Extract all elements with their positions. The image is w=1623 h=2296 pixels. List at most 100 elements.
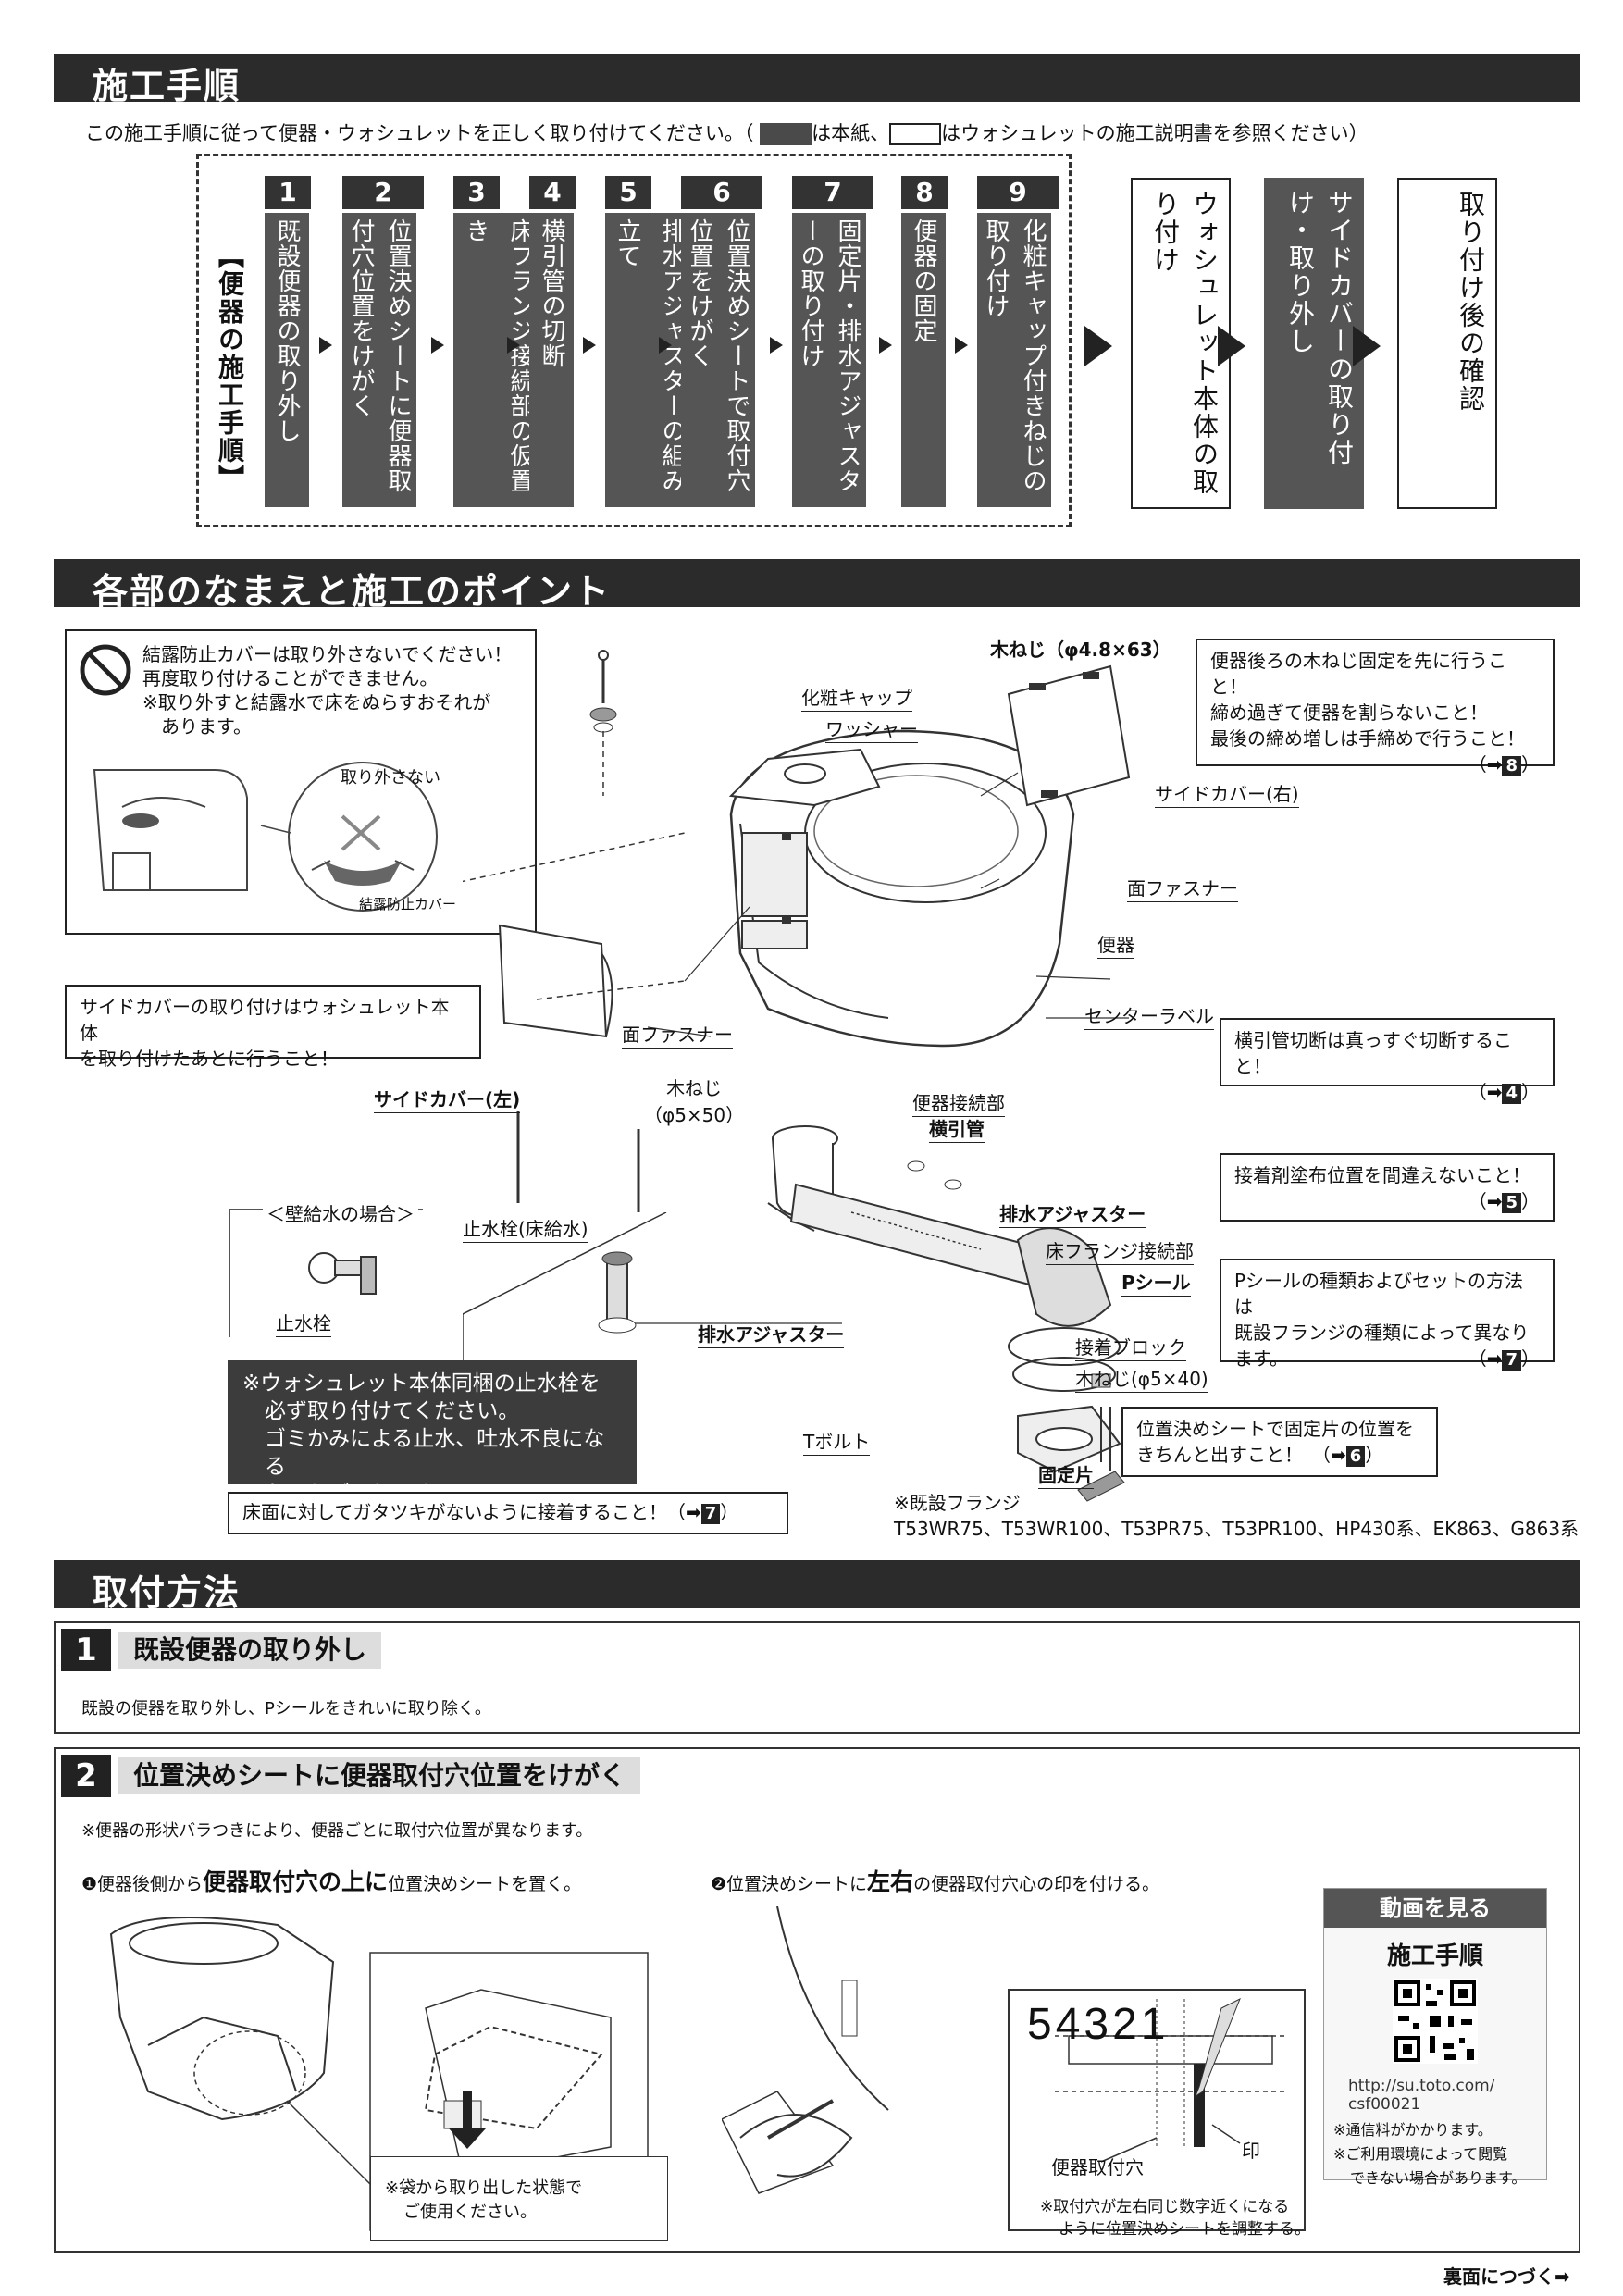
adjust-note-1: ※取付穴が左右同じ数字近くになる bbox=[1040, 2198, 1290, 2216]
step-5: 5 排水アジャスターの組み立て bbox=[605, 176, 694, 507]
step-side-cover: サイドカバーの取り付け・取り外し bbox=[1264, 178, 1364, 509]
step-2-note: ※便器の形状バラつきにより、便器ごとに取付穴位置が異なります。 bbox=[81, 1821, 593, 1841]
callout-screw: 便器後ろの木ねじ固定を先に行うこと！ 締め過ぎて便器を割らないこと！ 最後の締め… bbox=[1196, 639, 1555, 776]
footer-continue: 裏面につづく➡ bbox=[1443, 2265, 1570, 2288]
step-7: 7 固定片・排水アジャスターの取り付け bbox=[792, 176, 873, 507]
callout-pseal: Pシールの種類およびセットの方法は 既設フランジの種類によって異なり ます。（➡… bbox=[1220, 1259, 1555, 1371]
panel-step-1: 1 既設便器の取り外し 既設の便器を取り外し、Pシールをきれいに取り除く。 bbox=[54, 1621, 1580, 1734]
label-drain-adjuster-2: 排水アジャスター bbox=[698, 1320, 845, 1348]
label-wood-screw-top: 木ねじ（φ4.8×63） bbox=[990, 639, 1171, 661]
video-header: 動画を見る bbox=[1324, 1889, 1546, 1928]
video-box: 動画を見る 施工手順 http://su.toto.com/ csf00021 … bbox=[1323, 1888, 1547, 2187]
video-url-1[interactable]: http://su.toto.com/ bbox=[1348, 2077, 1495, 2095]
section-title: 各部のなまえと施工のポイント bbox=[93, 571, 612, 612]
condensation-cover-illustration bbox=[93, 762, 438, 912]
label-t-bolt: Tボルト bbox=[803, 1427, 871, 1456]
label-wall-supply: ＜壁給水の場合＞ bbox=[263, 1199, 418, 1226]
label-stop-valve: 止水栓 bbox=[276, 1309, 331, 1337]
bubble-label: 取り外さない bbox=[341, 768, 440, 788]
arrow-icon bbox=[955, 337, 968, 354]
label-fixing-piece: 固定片 bbox=[1038, 1460, 1094, 1489]
arrow-ref-icon: ➡ bbox=[1331, 1444, 1346, 1466]
arrow-icon bbox=[431, 337, 444, 354]
step-4: 4 横引管の切断 bbox=[529, 176, 576, 507]
arrow-ref-icon: ➡ bbox=[1486, 1190, 1503, 1212]
video-url-2[interactable]: csf00021 bbox=[1348, 2095, 1421, 2114]
exploded-diagram bbox=[463, 650, 1131, 1502]
label-fastener-right: 面ファスナー bbox=[1127, 874, 1238, 902]
panel-step-2: 2 位置決めシートに便器取付穴位置をけがく ※便器の形状バラつきにより、便器ごと… bbox=[54, 1747, 1580, 2253]
arrow-icon bbox=[319, 337, 332, 354]
stop-valve-wall-illustration bbox=[308, 1252, 377, 1295]
step-3: 3 床フランジ接続部の仮置き bbox=[453, 176, 542, 507]
label-p-seal: Pシール bbox=[1121, 1268, 1191, 1297]
label-adhesive-block: 接着ブロック bbox=[1075, 1333, 1186, 1361]
cover-label: 結露防止カバー bbox=[359, 896, 457, 912]
label-toilet: 便器 bbox=[1097, 930, 1134, 959]
callout-cut: 横引管切断は真っすぐ切断すること！ （➡4） bbox=[1220, 1018, 1555, 1104]
label-floor-flange-joint: 床フランジ接続部 bbox=[1046, 1236, 1194, 1265]
label-fastener-left: 面ファスナー bbox=[622, 1020, 733, 1049]
label-cap: 化粧キャップ bbox=[801, 683, 912, 712]
step-1: 1 既設便器の取り外し bbox=[265, 176, 311, 507]
label-flange-models: T53WR75、T53WR100、T53PR75、T53PR100、HP430系… bbox=[894, 1518, 1580, 1540]
step-8: 8 便器の固定 bbox=[901, 176, 948, 507]
legend-dark-swatch bbox=[760, 123, 812, 145]
toilet-procedure-frame bbox=[196, 154, 1072, 527]
label-bowl-joint: 便器接続部 bbox=[912, 1088, 1005, 1117]
step-2: 2 位置決めシートに便器取付穴位置をけがく bbox=[342, 176, 424, 507]
label-horizontal-pipe: 横引管 bbox=[929, 1114, 985, 1143]
step-6: 6 位置決めシートで取付穴位置をけがく bbox=[681, 176, 762, 507]
section-header-install: 取付方法 bbox=[54, 1560, 1580, 1613]
label-center-label: センターラベル bbox=[1084, 1001, 1214, 1030]
label-side-cover-left: サイドカバー(左) bbox=[374, 1085, 521, 1113]
arrow-icon bbox=[507, 337, 520, 354]
bag-note-2: ご使用ください。 bbox=[403, 2203, 537, 2222]
label-existing-flange: ※既設フランジ bbox=[894, 1492, 1021, 1514]
qr-code-icon[interactable] bbox=[1393, 1979, 1478, 2064]
arrow-ref-icon: ➡ bbox=[1486, 1081, 1503, 1103]
label-washer: ワッシャー bbox=[825, 714, 918, 743]
stop-valve-floor-illustration bbox=[463, 1212, 667, 1370]
adjust-note-2: ように位置決めシートを調整する。 bbox=[1059, 2220, 1310, 2239]
label-stop-valve-floor: 止水栓(床給水) bbox=[463, 1214, 588, 1243]
callout-floor: 床面に対してガタツキがないように接着すること！（➡7） bbox=[228, 1492, 788, 1534]
step-2-sub2: ❷位置決めシートに左右の便器取付穴心の印を付ける。 bbox=[711, 1868, 1160, 1895]
step-washlet-install: ウォシュレット本体の取り付け bbox=[1131, 178, 1231, 509]
big-arrow-icon bbox=[1084, 326, 1112, 366]
arrow-icon bbox=[879, 337, 892, 354]
arrow-icon bbox=[659, 337, 672, 354]
label-wood-screw-small: 木ねじ(φ5×40) bbox=[1075, 1364, 1208, 1393]
arrow-right-icon: ➡ bbox=[1555, 2265, 1570, 2288]
legend-light-swatch bbox=[889, 123, 942, 145]
dark-note-box: ※ウォシュレット本体同梱の止水栓を 必ず取り付けてください。 ゴミかみによる止水… bbox=[228, 1360, 637, 1507]
hole-label: 便器取付穴 bbox=[1051, 2156, 1144, 2178]
bag-note-1: ※袋から取り出した状態で bbox=[385, 2178, 583, 2198]
step-final-check: 取り付け後の確認 bbox=[1397, 178, 1497, 509]
label-wood-screw-mid: 木ねじ （φ5×50） bbox=[644, 1077, 745, 1126]
section-title: 取付方法 bbox=[93, 1572, 242, 1613]
warning-box: 結露防止カバーは取り外さないでください！ 再度取り付けることができません。 ※取… bbox=[65, 629, 537, 935]
section-title: 施工手順 bbox=[93, 66, 242, 106]
intro-text: この施工手順に従って便器・ウォシュレットを正しく取り付けてください。（ は本紙、… bbox=[85, 122, 1369, 145]
step-9: 9 化粧キャップ付きねじの取り付け bbox=[977, 176, 1059, 507]
arrow-icon bbox=[583, 337, 596, 354]
step-1-text: 既設の便器を取り外し、Pシールをきれいに取り除く。 bbox=[81, 1699, 491, 1719]
arrow-icon bbox=[770, 337, 783, 354]
label-side-cover-right: サイドカバー(右) bbox=[1155, 779, 1299, 808]
callout-side-cover: サイドカバーの取り付けはウォシュレット本体 を取り付けたあとに行うこと！ bbox=[65, 985, 481, 1070]
prohibited-icon bbox=[80, 644, 131, 696]
arrow-ref-icon: ➡ bbox=[686, 1501, 701, 1523]
big-arrow-icon bbox=[1218, 326, 1245, 366]
bracket-label: 【便器の施工手順】 bbox=[215, 242, 245, 492]
big-arrow-icon bbox=[1353, 326, 1381, 366]
arrow-ref-icon: ➡ bbox=[1486, 1347, 1503, 1370]
marking-illustration bbox=[722, 1906, 1306, 2231]
video-title: 施工手順 bbox=[1386, 1942, 1483, 1970]
step-2-sub1: ❶便器後側から便器取付穴の上に位置決めシートを置く。 bbox=[81, 1868, 582, 1895]
scale-digits: 54321 bbox=[1027, 2000, 1170, 2049]
section-header-procedure: 施工手順 bbox=[54, 54, 1580, 106]
callout-position: 位置決めシートで固定片の位置を きちんと出すこと！ （➡6） bbox=[1121, 1407, 1438, 1477]
arrow-ref-icon: ➡ bbox=[1486, 753, 1503, 776]
mark-label: 印 bbox=[1242, 2140, 1260, 2162]
